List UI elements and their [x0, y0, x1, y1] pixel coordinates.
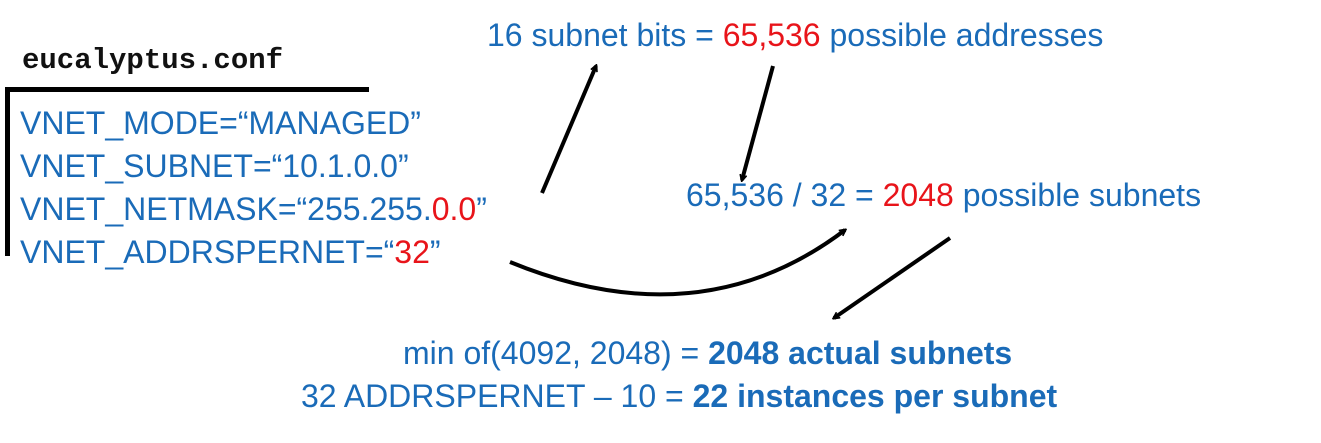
close-quote: ”	[397, 148, 409, 184]
config-filename: eucalyptus.conf	[22, 44, 284, 77]
config-line-vnet-addrspernet: VNET_ADDRSPERNET=“32”	[20, 234, 441, 270]
config-bracket	[5, 87, 10, 256]
calc-highlight: 2048	[882, 177, 954, 213]
netmask-subnet-bits-highlight: 0.0	[431, 191, 477, 227]
calc-text: 65,536 / 32 =	[686, 177, 883, 213]
config-key: VNET_SUBNET=	[20, 148, 272, 184]
calc-possible-subnets: 65,536 / 32 = 2048 possible subnets	[686, 177, 1201, 213]
open-quote: “	[296, 191, 308, 227]
arrow-possible-to-actual-subnets	[834, 236, 952, 318]
config-value: 10.1.0.0	[282, 148, 398, 184]
calc-text: 32 ADDRSPERNET – 10 =	[301, 378, 693, 414]
config-line-vnet-subnet: VNET_SUBNET=“10.1.0.0”	[20, 148, 409, 184]
calc-result: 22 instances per subnet	[692, 378, 1058, 414]
arrow-addresses-to-possible-subnets	[742, 65, 775, 180]
close-quote: ”	[476, 191, 487, 227]
config-key: VNET_MODE=	[20, 105, 238, 141]
open-quote: “	[237, 105, 249, 141]
config-value: 255.255.	[307, 191, 432, 227]
close-quote: ”	[410, 105, 421, 141]
config-value: MANAGED	[248, 105, 411, 141]
calc-subnet-bits: 16 subnet bits = 65,536 possible address…	[487, 17, 1103, 53]
config-line-vnet-netmask: VNET_NETMASK=“255.255.0.0”	[20, 191, 487, 227]
calc-instances-per-subnet: 32 ADDRSPERNET – 10 = 22 instances per s…	[301, 378, 1057, 414]
open-quote: “	[383, 234, 395, 270]
close-quote: ”	[429, 234, 441, 270]
calc-text: min of(4092, 2048) =	[403, 335, 709, 371]
arrow-addrspernet-to-possible-subnets	[509, 230, 845, 297]
calc-actual-subnets: min of(4092, 2048) = 2048 actual subnets	[403, 335, 1012, 371]
calc-result: 2048 actual subnets	[708, 335, 1013, 371]
filename-underline	[6, 87, 369, 92]
arrow-netmask-to-subnet-bits	[540, 66, 598, 194]
calc-text: possible addresses	[820, 17, 1104, 53]
config-line-vnet-mode: VNET_MODE=“MANAGED”	[20, 105, 421, 141]
calc-text: 16 subnet bits =	[487, 17, 723, 53]
config-key: VNET_ADDRSPERNET=	[20, 234, 384, 270]
calc-text: possible subnets	[953, 177, 1202, 213]
addrspernet-highlight: 32	[394, 234, 430, 270]
config-key: VNET_NETMASK=	[20, 191, 297, 227]
calc-highlight: 65,536	[722, 17, 821, 53]
open-quote: “	[271, 148, 283, 184]
